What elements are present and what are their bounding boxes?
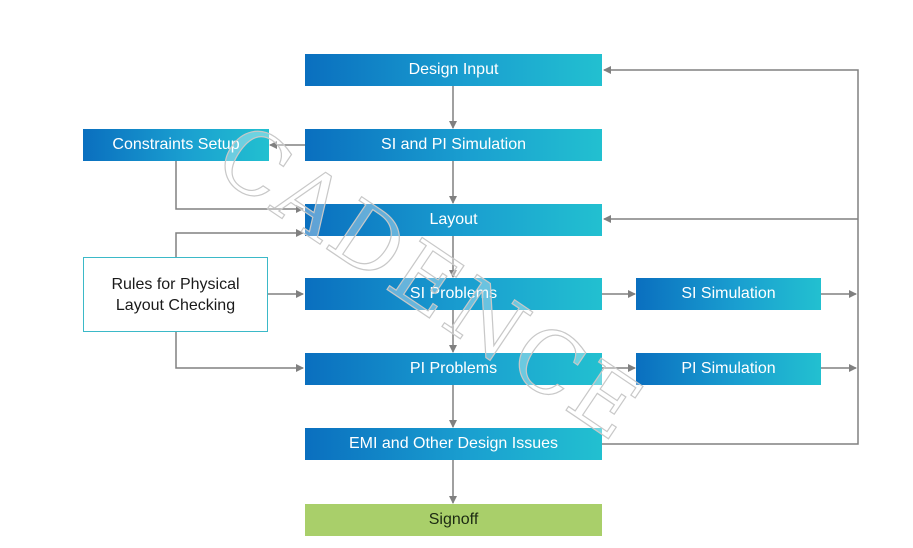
arrow-rules-to-layout [175,229,304,258]
pi-problems-box: PI Problems [305,353,602,385]
rules-label-line1: Rules for Physical [111,275,240,293]
arrow-rules-to-pi [175,332,304,372]
design-input-box: Design Input [305,54,602,86]
si-simulation-box: SI Simulation [636,278,821,310]
feedback-emi-to-input [602,66,859,445]
emi-issues-box: EMI and Other Design Issues [305,428,602,460]
si-problems-label: SI Problems [409,285,498,302]
rules-box: Rules for Physical Layout Checking [83,257,268,332]
pi-simulation-box: PI Simulation [636,353,821,385]
rules-label-line2: Layout Checking [115,296,236,314]
si-pi-simulation-box: SI and PI Simulation [305,129,602,161]
si-simulation-label: SI Simulation [681,285,776,302]
emi-issues-label: EMI and Other Design Issues [349,435,558,452]
constraints-setup-label: Constraints Setup [112,136,240,153]
watermark-text: CADENCE [198,105,661,463]
pi-problems-label: PI Problems [409,360,498,377]
signoff-label: Signoff [428,511,479,528]
layout-box: Layout [305,204,602,236]
layout-label: Layout [429,211,478,228]
constraints-setup-box: Constraints Setup [83,129,269,161]
si-pi-simulation-label: SI and PI Simulation [381,136,526,153]
arrow-constraints-to-layout [175,161,304,213]
design-input-label: Design Input [408,61,499,78]
pi-simulation-label: PI Simulation [681,360,776,377]
si-problems-box: SI Problems [305,278,602,310]
signoff-box: Signoff [305,504,602,536]
